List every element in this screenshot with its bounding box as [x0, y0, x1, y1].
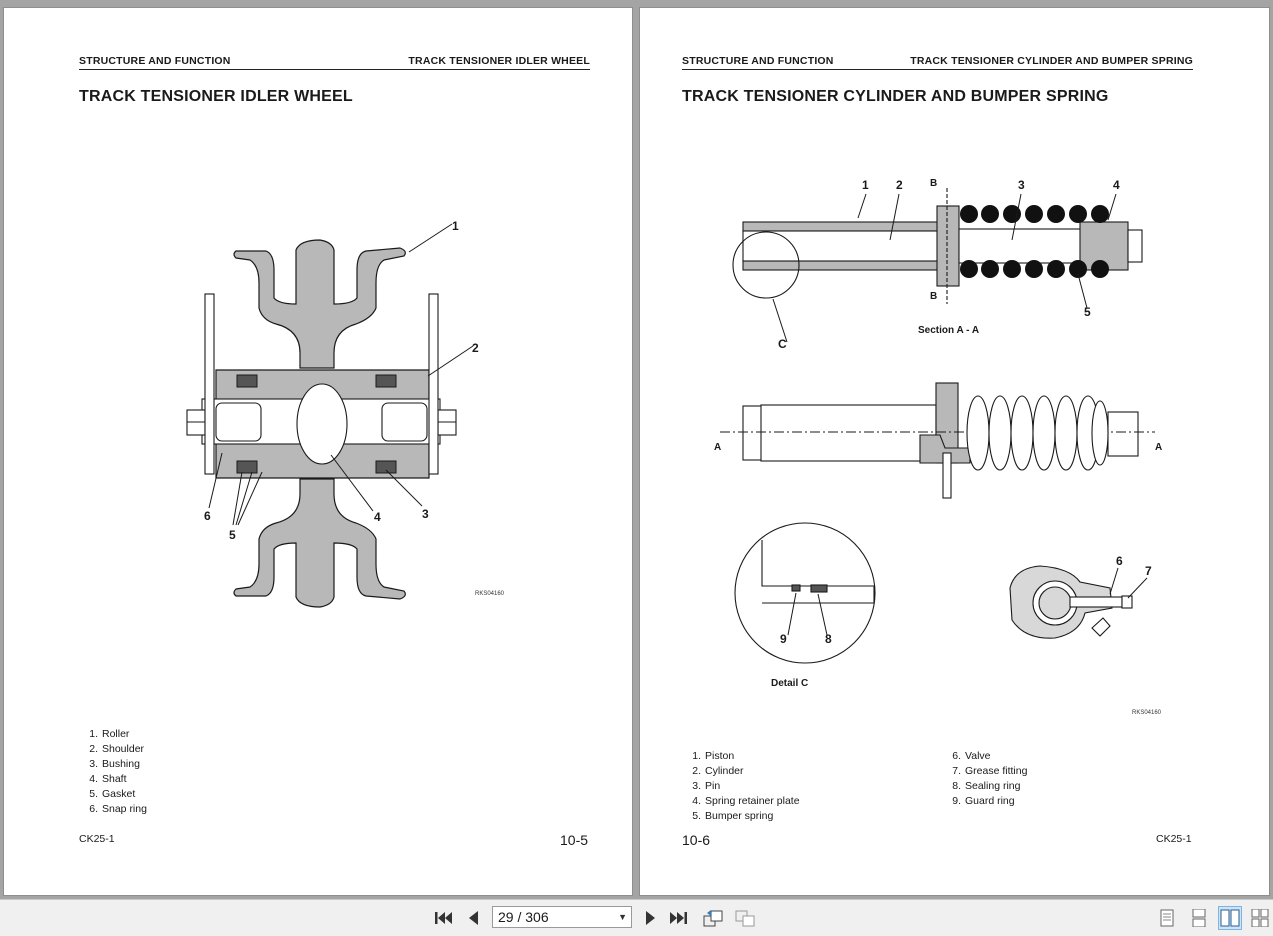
callout-4: 4 [1113, 178, 1120, 192]
callout-4: 4 [374, 510, 381, 524]
section-view [732, 188, 1143, 304]
callout-7: 7 [1145, 564, 1152, 578]
first-page-icon[interactable] [431, 906, 455, 930]
rotate-icon[interactable] [701, 906, 725, 930]
two-page-continuous-icon[interactable] [1250, 906, 1270, 930]
viewer-toolbar: 29 / 306 ▼ [0, 899, 1273, 936]
callout-3: 3 [1018, 178, 1025, 192]
single-page-icon[interactable] [1155, 906, 1179, 930]
callout-2: 2 [472, 341, 479, 355]
parts-list: 1.Roller 2.Shoulder 3.Bushing 4.Shaft 5.… [79, 727, 147, 816]
parts-list-col2: 6.Valve 7.Grease fitting 8.Sealing ring … [942, 749, 1027, 809]
callout-c: C [778, 337, 787, 351]
header-topic: TRACK TENSIONER IDLER WHEEL [408, 55, 590, 67]
section-caption: Section A - A [918, 325, 979, 336]
header-topic: TRACK TENSIONER CYLINDER AND BUMPER SPRI… [910, 55, 1193, 67]
compare-icon[interactable] [733, 906, 757, 930]
footer-page-number: 10-6 [682, 832, 711, 848]
header-rule [682, 69, 1193, 70]
callout-6: 6 [1116, 554, 1123, 568]
valve-detail-view [1009, 565, 1148, 639]
list-item: 1.Piston [692, 750, 735, 762]
page-title: TRACK TENSIONER CYLINDER AND BUMPER SPRI… [682, 88, 1109, 105]
callout-1: 1 [862, 178, 869, 192]
header-section: STRUCTURE AND FUNCTION [682, 55, 834, 67]
idler-wheel-diagram: 1 2 3 4 5 6 RKS04160 [186, 219, 505, 608]
list-item: 6.Valve [952, 750, 991, 762]
two-page-icon[interactable] [1218, 906, 1242, 930]
list-item: 4.Shaft [89, 772, 127, 785]
next-page-icon[interactable] [638, 906, 662, 930]
detail-caption: Detail C [771, 678, 808, 689]
list-item: 5.Bumper spring [692, 809, 774, 822]
list-item: 9.Guard ring [952, 794, 1015, 807]
header-rule [79, 69, 590, 70]
parts-list-col1: 1.Piston 2.Cylinder 3.Pin 4.Spring retai… [682, 749, 800, 824]
last-page-icon[interactable] [667, 906, 691, 930]
prev-page-icon[interactable] [462, 906, 486, 930]
detail-c-view [734, 522, 876, 664]
header-section: STRUCTURE AND FUNCTION [79, 55, 231, 67]
section-marker-b-bottom: B [930, 291, 937, 302]
list-item: 6.Snap ring [89, 802, 147, 815]
left-page: STRUCTURE AND FUNCTION TRACK TENSIONER I… [4, 8, 632, 895]
footer-model: CK25-1 [1156, 833, 1192, 845]
spring-coil-sections [960, 205, 1109, 278]
page-number-field[interactable]: 29 / 306 ▼ [492, 906, 632, 928]
callout-2: 2 [896, 178, 903, 192]
callout-9: 9 [780, 632, 787, 646]
drawing-code: RKS04160 [475, 591, 505, 597]
list-item: 4.Spring retainer plate [692, 794, 800, 807]
side-view [720, 382, 1155, 499]
cylinder-spring-diagram: 1 2 3 4 5 C B B Section A - A A A [714, 178, 1162, 716]
footer-page-number: 10-5 [560, 832, 589, 848]
callout-5: 5 [229, 528, 236, 542]
section-marker-a-right: A [1155, 442, 1162, 453]
bumper-spring-coils [966, 395, 1109, 471]
drawing-code: RKS04160 [1132, 710, 1162, 716]
page-number-value: 29 / 306 [498, 909, 549, 925]
list-item: 3.Bushing [89, 757, 140, 770]
callout-3: 3 [422, 507, 429, 521]
list-item: 2.Shoulder [89, 742, 145, 755]
callout-5: 5 [1084, 305, 1091, 319]
list-item: 8.Sealing ring [952, 779, 1021, 792]
list-item: 2.Cylinder [692, 764, 744, 777]
section-marker-a-left: A [714, 442, 721, 453]
page-title: TRACK TENSIONER IDLER WHEEL [79, 88, 353, 105]
callout-6: 6 [204, 509, 211, 523]
right-page: STRUCTURE AND FUNCTION TRACK TENSIONER C… [640, 8, 1269, 895]
callout-1: 1 [452, 219, 459, 233]
list-item: 7.Grease fitting [952, 764, 1028, 777]
list-item: 3.Pin [692, 779, 721, 792]
callout-8: 8 [825, 632, 832, 646]
continuous-icon[interactable] [1187, 906, 1211, 930]
list-item: 1.Roller [89, 728, 130, 740]
list-item: 5.Gasket [89, 787, 136, 800]
chevron-down-icon[interactable]: ▼ [618, 912, 627, 922]
footer-model: CK25-1 [79, 833, 115, 845]
section-marker-b-top: B [930, 178, 937, 189]
